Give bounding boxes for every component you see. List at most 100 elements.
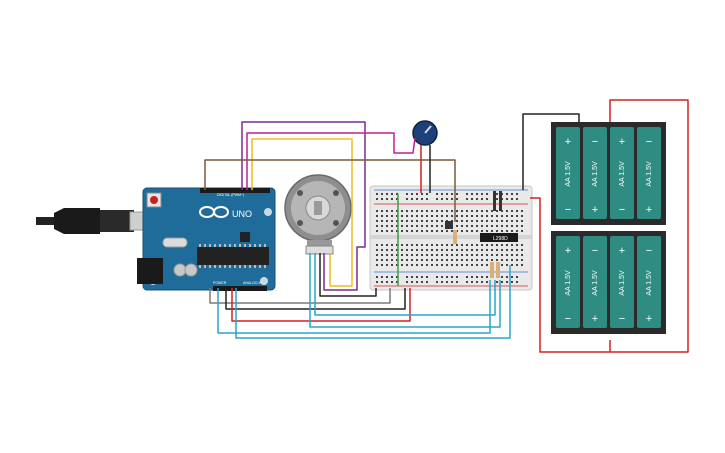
breadboard-hole[interactable] (481, 193, 483, 195)
breadboard-hole[interactable] (516, 193, 518, 195)
breadboard-hole[interactable] (456, 264, 458, 266)
breadboard-hole[interactable] (391, 264, 393, 266)
breadboard-hole[interactable] (491, 249, 493, 251)
breadboard-hole[interactable] (521, 230, 523, 232)
breadboard-hole[interactable] (406, 193, 408, 195)
breadboard-hole[interactable] (416, 210, 418, 212)
breadboard-hole[interactable] (406, 198, 408, 200)
breadboard-hole[interactable] (491, 215, 493, 217)
breadboard-hole[interactable] (516, 198, 518, 200)
breadboard-hole[interactable] (441, 215, 443, 217)
breadboard-hole[interactable] (476, 198, 478, 200)
breadboard-hole[interactable] (391, 230, 393, 232)
breadboard-hole[interactable] (461, 215, 463, 217)
breadboard-hole[interactable] (506, 210, 508, 212)
breadboard-hole[interactable] (516, 276, 518, 278)
breadboard-hole[interactable] (396, 276, 398, 278)
breadboard-hole[interactable] (496, 249, 498, 251)
breadboard-hole[interactable] (466, 254, 468, 256)
breadboard-hole[interactable] (426, 264, 428, 266)
breadboard-hole[interactable] (516, 264, 518, 266)
breadboard-hole[interactable] (511, 198, 513, 200)
breadboard-hole[interactable] (506, 244, 508, 246)
breadboard-hole[interactable] (501, 220, 503, 222)
breadboard-hole[interactable] (456, 215, 458, 217)
breadboard-hole[interactable] (416, 215, 418, 217)
breadboard-hole[interactable] (436, 249, 438, 251)
breadboard-hole[interactable] (396, 225, 398, 227)
battery-cell[interactable]: +−AA 1.5V (556, 236, 580, 328)
breadboard-hole[interactable] (376, 230, 378, 232)
breadboard-hole[interactable] (451, 193, 453, 195)
breadboard-hole[interactable] (491, 220, 493, 222)
breadboard-hole[interactable] (481, 259, 483, 261)
breadboard-hole[interactable] (411, 220, 413, 222)
breadboard-hole[interactable] (521, 244, 523, 246)
breadboard-hole[interactable] (491, 225, 493, 227)
breadboard-hole[interactable] (446, 198, 448, 200)
breadboard-hole[interactable] (391, 276, 393, 278)
breadboard-hole[interactable] (396, 281, 398, 283)
breadboard-hole[interactable] (381, 215, 383, 217)
breadboard-hole[interactable] (486, 225, 488, 227)
breadboard-hole[interactable] (511, 259, 513, 261)
breadboard-hole[interactable] (511, 276, 513, 278)
breadboard-hole[interactable] (456, 281, 458, 283)
breadboard-hole[interactable] (476, 264, 478, 266)
breadboard-hole[interactable] (481, 281, 483, 283)
breadboard-hole[interactable] (431, 249, 433, 251)
breadboard-hole[interactable] (381, 230, 383, 232)
breadboard-hole[interactable] (401, 249, 403, 251)
breadboard-hole[interactable] (451, 281, 453, 283)
breadboard-hole[interactable] (506, 198, 508, 200)
breadboard-hole[interactable] (416, 220, 418, 222)
reset-button-cap[interactable] (150, 196, 158, 204)
breadboard-hole[interactable] (381, 225, 383, 227)
breadboard-hole[interactable] (486, 281, 488, 283)
breadboard-hole[interactable] (376, 259, 378, 261)
battery-cell[interactable]: +−AA 1.5V (610, 127, 634, 219)
breadboard-hole[interactable] (521, 225, 523, 227)
breadboard-hole[interactable] (486, 210, 488, 212)
breadboard-hole[interactable] (511, 210, 513, 212)
breadboard-hole[interactable] (391, 210, 393, 212)
breadboard-hole[interactable] (441, 249, 443, 251)
breadboard-hole[interactable] (406, 264, 408, 266)
breadboard-hole[interactable] (461, 225, 463, 227)
breadboard-hole[interactable] (451, 244, 453, 246)
breadboard-hole[interactable] (426, 259, 428, 261)
breadboard-hole[interactable] (376, 193, 378, 195)
breadboard-hole[interactable] (416, 276, 418, 278)
breadboard-hole[interactable] (421, 254, 423, 256)
breadboard-hole[interactable] (456, 198, 458, 200)
breadboard-hole[interactable] (506, 254, 508, 256)
breadboard-hole[interactable] (441, 210, 443, 212)
breadboard-hole[interactable] (476, 254, 478, 256)
breadboard-hole[interactable] (421, 193, 423, 195)
breadboard-hole[interactable] (396, 215, 398, 217)
breadboard-hole[interactable] (416, 193, 418, 195)
breadboard-hole[interactable] (381, 220, 383, 222)
breadboard-hole[interactable] (506, 281, 508, 283)
breadboard-hole[interactable] (411, 244, 413, 246)
breadboard-hole[interactable] (441, 281, 443, 283)
breadboard-hole[interactable] (441, 225, 443, 227)
breadboard-hole[interactable] (416, 198, 418, 200)
breadboard-hole[interactable] (501, 244, 503, 246)
breadboard-hole[interactable] (501, 225, 503, 227)
breadboard-hole[interactable] (496, 259, 498, 261)
breadboard-hole[interactable] (516, 225, 518, 227)
breadboard[interactable]: L298D (369, 185, 533, 291)
breadboard-hole[interactable] (516, 254, 518, 256)
breadboard-hole[interactable] (391, 215, 393, 217)
breadboard-hole[interactable] (466, 259, 468, 261)
breadboard-hole[interactable] (421, 264, 423, 266)
breadboard-holes[interactable] (376, 193, 523, 283)
breadboard-hole[interactable] (416, 230, 418, 232)
breadboard-hole[interactable] (451, 276, 453, 278)
breadboard-hole[interactable] (386, 210, 388, 212)
breadboard-hole[interactable] (396, 259, 398, 261)
breadboard-hole[interactable] (406, 254, 408, 256)
breadboard-hole[interactable] (491, 259, 493, 261)
breadboard-hole[interactable] (481, 244, 483, 246)
